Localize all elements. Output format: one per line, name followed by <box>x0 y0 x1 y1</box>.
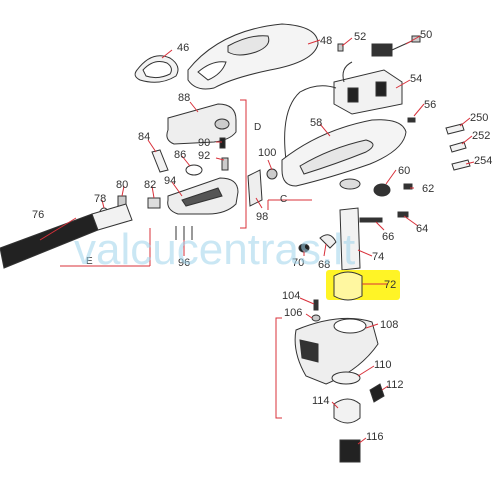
callout-58: 58 <box>310 117 322 129</box>
callout-98: 98 <box>256 211 268 223</box>
part-60-bushing <box>373 183 391 197</box>
callout-90: 90 <box>198 137 210 149</box>
part-62-screw <box>403 183 413 190</box>
callout-88: 88 <box>178 92 190 104</box>
callout-64: 64 <box>416 223 428 235</box>
part-252-pin <box>449 141 467 153</box>
callout-80: 80 <box>116 179 128 191</box>
callout-78: 78 <box>94 193 106 205</box>
part-88-round <box>214 118 230 130</box>
callout-50: 50 <box>420 29 432 41</box>
callout-250: 250 <box>470 112 488 124</box>
part-76-collar <box>91 203 133 231</box>
part-112-knob <box>369 383 385 403</box>
part-82-cap <box>147 197 161 209</box>
callout-116: 116 <box>366 431 384 443</box>
callout-106: 106 <box>284 307 302 319</box>
callout-62: 62 <box>422 183 434 195</box>
part-cable-loop <box>284 85 337 161</box>
part-110-ring <box>331 371 361 385</box>
callout-54: 54 <box>410 73 422 85</box>
section-c-bracket <box>267 199 312 210</box>
part-94-inner <box>181 187 223 207</box>
part-114-collar <box>333 398 361 424</box>
callout-68: 68 <box>318 259 330 271</box>
part-88-housing-half <box>166 103 237 145</box>
part-54-control-module <box>333 69 403 115</box>
part-100-bolt <box>266 168 278 180</box>
callout-92: 92 <box>198 150 210 162</box>
part-92-spring <box>221 157 229 171</box>
part-54-terminal-b <box>375 81 387 97</box>
callout-74: 74 <box>372 251 384 263</box>
callout-254: 254 <box>474 155 492 167</box>
callout-76: 76 <box>32 209 44 221</box>
part-108-dark-face <box>299 339 319 363</box>
part-250-pin <box>445 123 465 135</box>
callout-252: 252 <box>472 130 490 142</box>
callout-104: 104 <box>282 290 300 302</box>
part-108-lower-mount <box>294 317 379 385</box>
callout-70: 70 <box>292 257 304 269</box>
leader-lines <box>39 35 475 445</box>
callout-96: 96 <box>178 257 190 269</box>
callout-60: 60 <box>398 165 410 177</box>
part-96-screws <box>175 226 193 240</box>
callout-108: 108 <box>380 319 398 331</box>
part-56-screw <box>407 117 416 123</box>
part-68-clamp <box>319 234 337 249</box>
part-254-pin <box>451 159 471 171</box>
part-48-grip <box>227 35 270 56</box>
section-label-e: E <box>86 256 93 267</box>
part-52-screw <box>337 43 344 52</box>
part-58-boss <box>339 178 361 190</box>
watermark: valcucentras.lt <box>74 225 355 274</box>
part-106-washer <box>311 314 321 322</box>
callout-48: 48 <box>320 35 332 47</box>
part-86-ring <box>185 164 203 176</box>
callout-112: 112 <box>386 379 404 391</box>
callout-84: 84 <box>138 131 150 143</box>
callout-82: 82 <box>144 179 156 191</box>
part-90-clip <box>219 137 226 149</box>
callout-52: 52 <box>354 31 366 43</box>
part-108-opening <box>333 318 367 334</box>
part-48-top-cover <box>187 23 319 90</box>
part-116-bushing <box>339 439 361 463</box>
section-e-bracket <box>60 228 151 267</box>
callout-86: 86 <box>174 149 186 161</box>
callout-114: 114 <box>312 395 330 407</box>
part-74-steering-tube <box>339 207 361 271</box>
section-lower-bracket <box>275 317 282 419</box>
callout-94: 94 <box>164 175 176 187</box>
part-48-window <box>197 61 227 81</box>
part-50-connector <box>371 43 393 57</box>
part-54-terminal-a <box>347 87 359 103</box>
callout-110: 110 <box>374 359 392 371</box>
part-58-inner <box>299 139 374 175</box>
callout-56: 56 <box>424 99 436 111</box>
section-label-d: D <box>254 122 261 133</box>
section-label-c: C <box>280 194 287 205</box>
part-98-bracket <box>247 169 263 207</box>
callout-46: 46 <box>177 42 189 54</box>
part-66-bolt <box>359 217 383 223</box>
part-54-wires <box>342 61 353 83</box>
part-104-pin <box>313 299 319 311</box>
part-84-pin <box>151 149 169 173</box>
part-64-screw <box>397 211 409 218</box>
callout-72: 72 <box>384 279 396 291</box>
part-50-plug <box>411 35 421 43</box>
callout-66: 66 <box>382 231 394 243</box>
callout-labels: 46 48 52 50 54 56 88 90 84 86 92 100 58 … <box>32 29 492 443</box>
section-d-bracket <box>240 99 247 229</box>
part-72-collar <box>333 271 363 301</box>
part-46-cap-inner <box>142 61 172 79</box>
callout-100: 100 <box>258 147 276 159</box>
